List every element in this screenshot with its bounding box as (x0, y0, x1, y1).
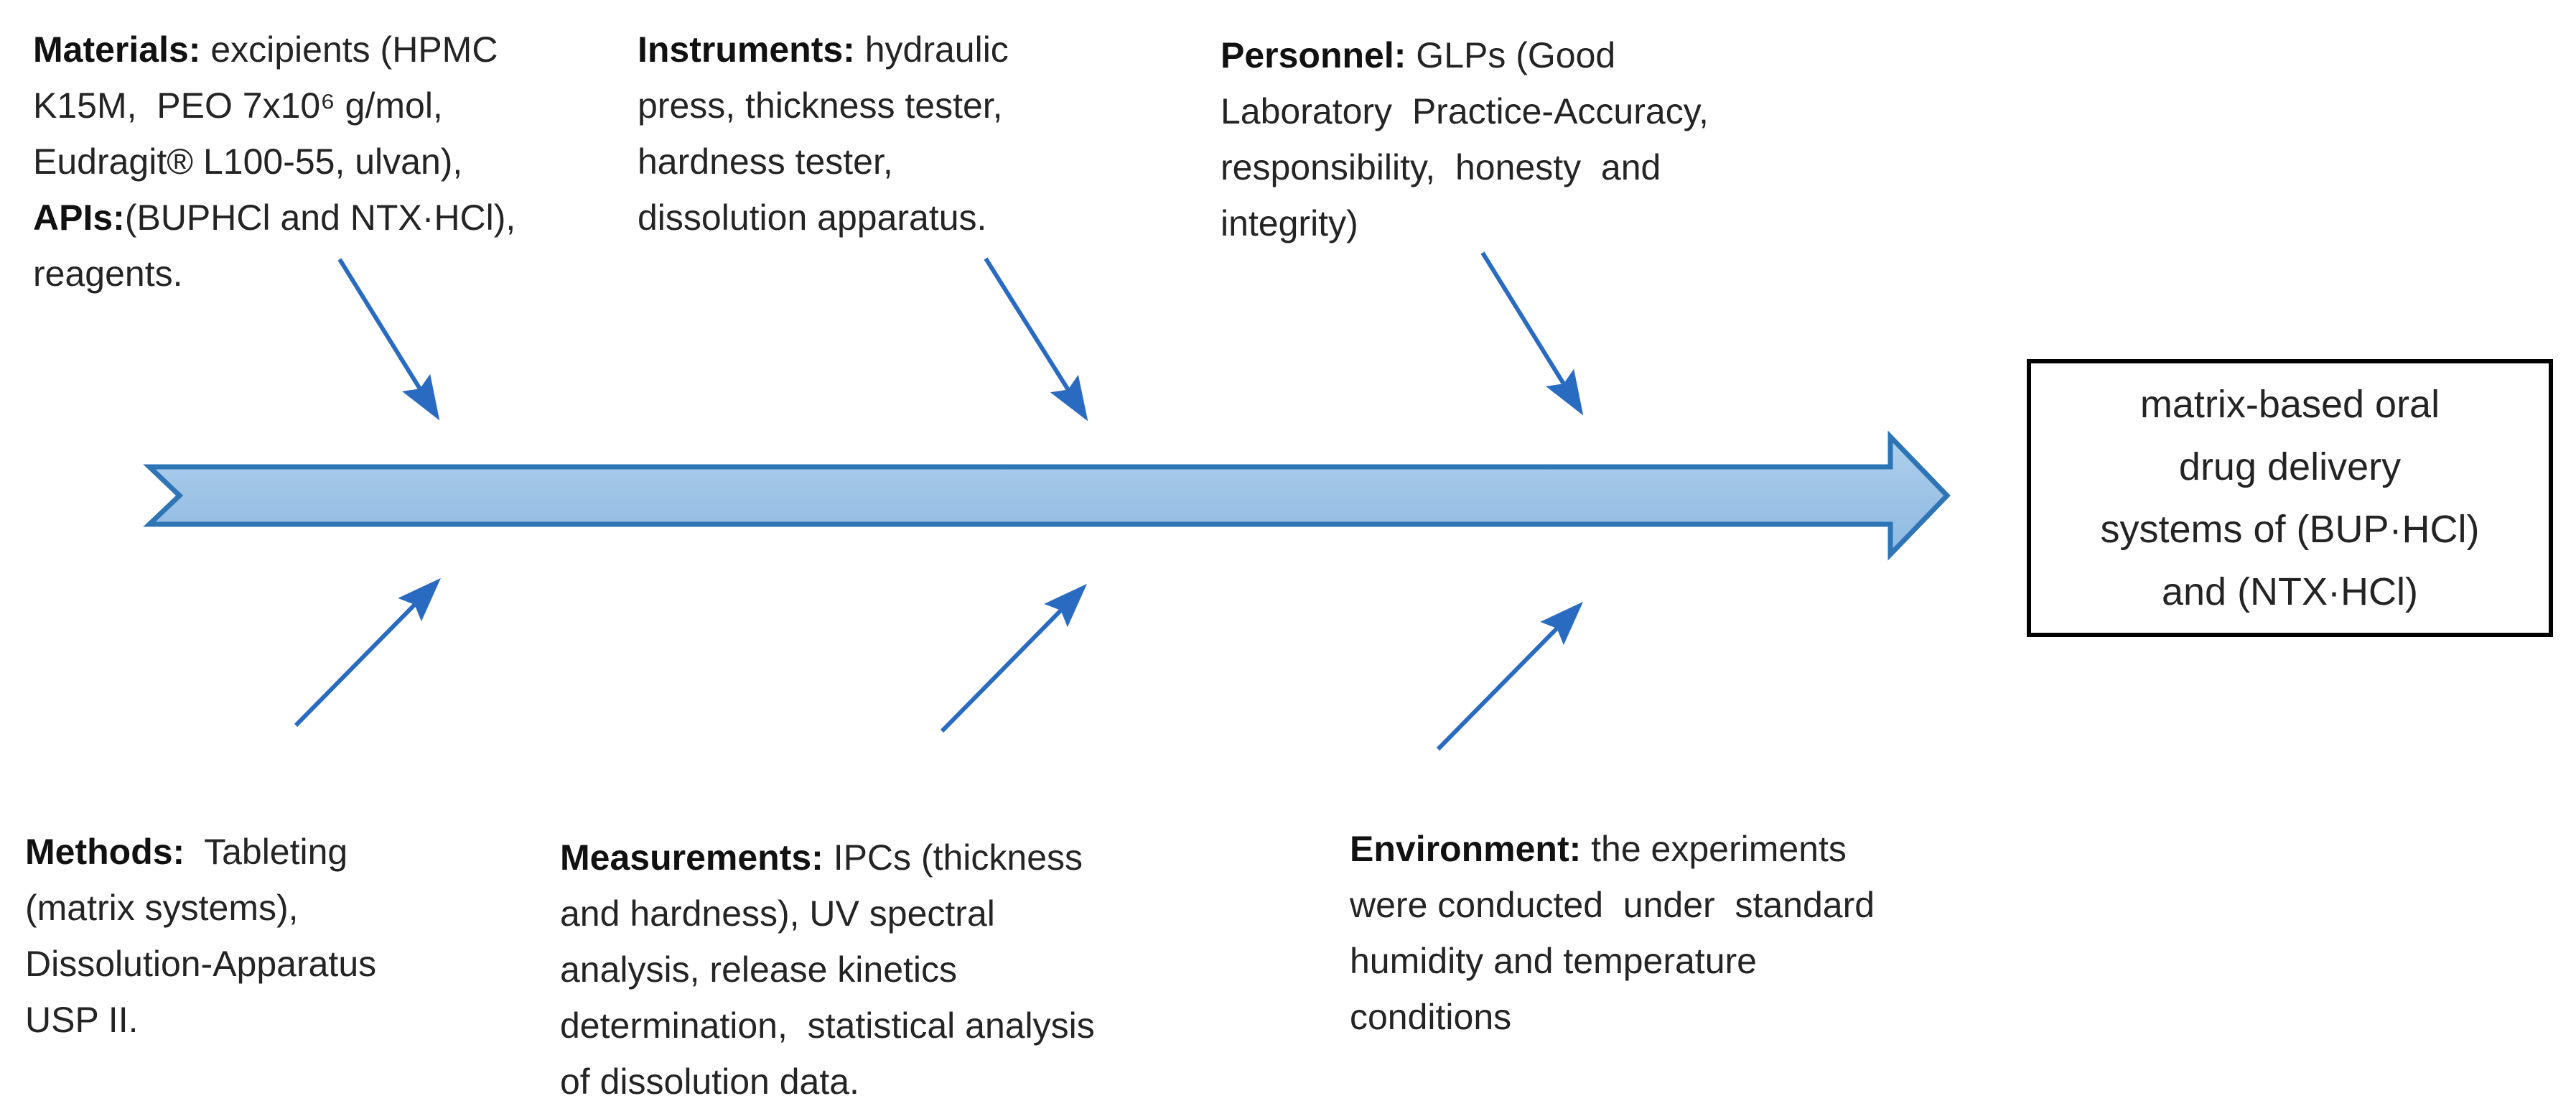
instruments-block: Instruments: hydraulic press, thickness … (638, 22, 1009, 246)
text-line: analysis, release kinetics (560, 949, 958, 990)
text-line: reagents. (33, 254, 183, 294)
environment-label: Environment: (1350, 829, 1582, 869)
measurements-block: Measurements: IPCs (thickness and hardne… (560, 830, 1095, 1101)
text-line: Personnel: GLPs (Good (1221, 35, 1616, 75)
text-line: humidity and temperature (1350, 941, 1757, 981)
text-line: Instruments: hydraulic (638, 29, 1009, 70)
text-line: of dissolution data. (560, 1061, 859, 1101)
text-line: Measurements: IPCs (thickness (560, 837, 1083, 878)
connector-arrow-environment-icon (1436, 601, 1584, 751)
text-line: dissolution apparatus. (638, 198, 987, 238)
text-line: K15M, PEO 7x10⁶ g/mol, (33, 85, 443, 126)
text-line: press, thickness tester, (638, 85, 1003, 126)
result-box: matrix-based oral drug delivery systems … (2027, 359, 2553, 637)
text-line: Materials: excipients (HPMC (33, 29, 498, 70)
materials-block: Materials: excipients (HPMC K15M, PEO 7x… (33, 22, 515, 302)
environment-block: Environment: the experiments were conduc… (1350, 821, 1875, 1045)
connector-arrow-measurements-icon (940, 583, 1088, 733)
text-line: responsibility, honesty and (1221, 147, 1661, 187)
text-line: conditions (1350, 997, 1512, 1037)
materials-label: Materials: (33, 29, 201, 70)
text-line: Eudragit® L100-55, ulvan), (33, 141, 463, 182)
text-line: and hardness), UV spectral (560, 893, 995, 934)
text-line: USP II. (25, 1000, 139, 1040)
result-line: matrix-based oral (2139, 382, 2440, 426)
text-line: hardness tester, (638, 141, 893, 182)
text-line: integrity) (1221, 203, 1358, 243)
text-line: Laboratory Practice-Accuracy, (1221, 91, 1709, 131)
text-line: were conducted under standard (1350, 885, 1875, 925)
methods-label: Methods: (25, 832, 185, 872)
text-line: Dissolution-Apparatus (25, 944, 377, 984)
personnel-block: Personnel: GLPs (Good Laboratory Practic… (1221, 27, 1709, 251)
connector-arrow-materials-icon (337, 258, 440, 421)
text-line: Environment: the experiments (1350, 829, 1847, 869)
result-line: drug delivery (2178, 445, 2402, 488)
text-line: Methods: Tableting (25, 832, 348, 872)
result-line: systems of (BUP·HCl) (2100, 507, 2480, 551)
measurements-label: Measurements: (560, 837, 823, 878)
result-line: and (NTX·HCl) (2161, 570, 2419, 613)
connector-arrow-personnel-icon (1480, 251, 1584, 416)
text-line: determination, statistical analysis (560, 1005, 1095, 1046)
methods-block: Methods: Tableting (matrix systems), Dis… (25, 824, 376, 1048)
main-process-arrow-icon (143, 430, 1951, 561)
personnel-label: Personnel: (1221, 35, 1406, 75)
connector-arrows (294, 251, 1584, 751)
text-line: (matrix systems), (25, 888, 299, 928)
connector-arrow-methods-icon (294, 577, 442, 728)
text-line: APIs:(BUPHCl and NTX·HCl), (33, 198, 516, 238)
connector-arrow-instruments-icon (984, 257, 1088, 422)
apis-label: APIs: (33, 198, 125, 238)
instruments-label: Instruments: (638, 29, 855, 70)
